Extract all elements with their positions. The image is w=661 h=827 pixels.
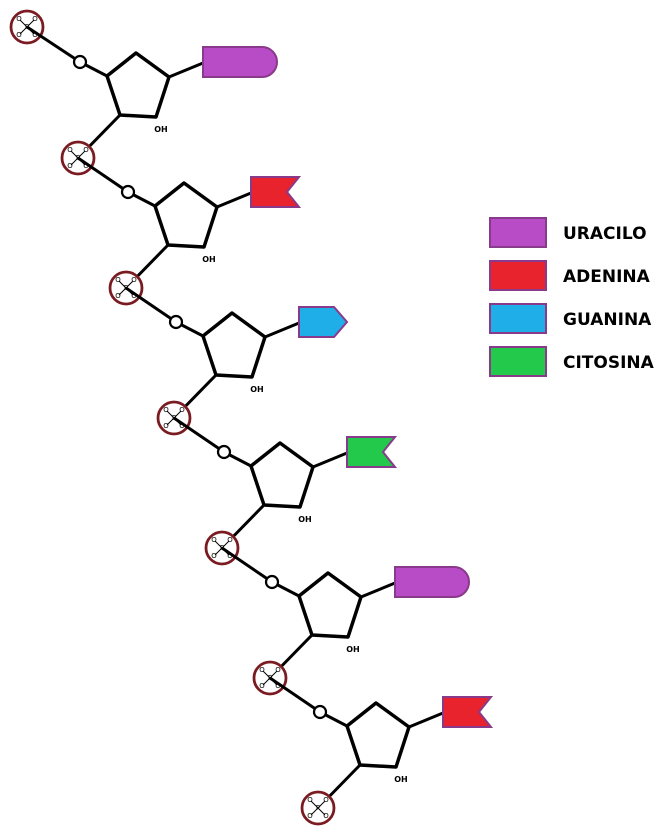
glycosidic-bond (168, 61, 204, 79)
oxygen-atom (120, 184, 136, 200)
base-uracilo (394, 566, 470, 598)
legend-label-uracilo: URACILO (563, 224, 647, 244)
phosphate-o-label: O (67, 162, 73, 170)
oxygen-atom (168, 314, 184, 330)
legend-item-uracilo: URACILO (489, 217, 647, 248)
nucleotide-1: OH (26, 25, 278, 160)
phosphate-o-label: O (16, 31, 22, 39)
phosphate-o-label: O (163, 422, 169, 430)
phosphate-o-label: O (259, 666, 265, 674)
legend-swatch-uracilo (489, 217, 547, 248)
ribose-ring (345, 701, 411, 769)
phosphate-o-label: O (115, 276, 121, 284)
phosphate-o-label: O (211, 552, 217, 560)
ribose-ring (105, 51, 171, 119)
hydroxyl-label: OH (250, 385, 264, 394)
phosphate-o-label: O (115, 292, 121, 300)
nucleotide-3: OH (125, 286, 349, 420)
phosphate-o-label: O (179, 406, 185, 414)
legend-label-adenina: ADENINA (563, 267, 651, 287)
hydroxyl-label: OH (202, 255, 216, 264)
phosphate-o-label: O (32, 31, 38, 39)
phosphate-o-label: O (307, 796, 313, 804)
base-citosina (346, 436, 398, 468)
legend-label-guanina: GUANINA (563, 310, 652, 330)
hydroxyl-label: OH (154, 125, 168, 134)
phosphodiester-bond (77, 156, 129, 194)
base-guanina (298, 306, 349, 338)
nucleotide-2: OH (77, 156, 302, 290)
ribose-ring (297, 571, 363, 639)
oxygen-atom (312, 704, 328, 720)
phosphate-o-label: O (131, 292, 137, 300)
glycosidic-bond (264, 321, 300, 339)
oxygen-atom (216, 444, 232, 460)
phosphate-o-label: O (83, 146, 89, 154)
oxygen-atom (264, 574, 280, 590)
ribose-ring (153, 181, 219, 249)
phosphate-o-label: O (227, 552, 233, 560)
hydroxyl-label: OH (298, 515, 312, 524)
ribose-ring (249, 441, 315, 509)
hydroxyl-label: OH (346, 645, 360, 654)
legend-swatch-citosina (489, 346, 547, 377)
phosphate-o-label: O (83, 162, 89, 170)
legend-item-adenina: ADENINA (489, 260, 651, 291)
legend: URACILO ADENINA GUANINA CITOSINA (489, 217, 655, 377)
phosphate-o-label: O (16, 15, 22, 23)
phosphodiester-bond (173, 416, 225, 454)
legend-swatch-guanina (489, 303, 547, 334)
nucleotide-5: OH (221, 546, 470, 680)
glycosidic-bond (360, 581, 396, 599)
phosphate-o-label: O (275, 666, 281, 674)
phosphate-o-label: O (179, 422, 185, 430)
glycosidic-bond (408, 711, 444, 729)
nucleotide-6: OH (269, 676, 494, 810)
phosphate-o-label: O (131, 276, 137, 284)
phosphate-bond (310, 800, 326, 816)
oxygen-atom (72, 54, 88, 70)
phosphodiester-bond (26, 25, 81, 64)
legend-swatch-adenina (489, 260, 547, 291)
phosphate-o-label: O (211, 536, 217, 544)
base-uracilo (202, 46, 278, 78)
phosphate-o-label: O (307, 812, 313, 820)
glycosidic-bond (312, 451, 348, 469)
phosphodiester-bond (269, 676, 321, 714)
legend-item-citosina: CITOSINA (489, 346, 655, 377)
legend-item-guanina: GUANINA (489, 303, 652, 334)
phosphate-o-label: O (275, 682, 281, 690)
phosphate-o-label: O (227, 536, 233, 544)
legend-label-citosina: CITOSINA (563, 353, 655, 373)
phosphate-p-label: P (316, 804, 320, 812)
nucleotide-4: OH (173, 416, 398, 550)
phosphate-o-label: O (259, 682, 265, 690)
phosphodiester-bond (221, 546, 273, 584)
ribose-ring (201, 311, 267, 379)
glycosidic-bond (216, 191, 252, 209)
phosphodiester-bond (125, 286, 177, 324)
base-adenina (442, 696, 494, 728)
hydroxyl-label: OH (394, 775, 408, 784)
phosphate-o-label: O (67, 146, 73, 154)
base-adenina (250, 176, 302, 208)
phosphate-o-label: O (323, 796, 329, 804)
phosphate-o-label: O (323, 812, 329, 820)
phosphate-o-label: O (32, 15, 38, 23)
phosphate-o-label: O (163, 406, 169, 414)
